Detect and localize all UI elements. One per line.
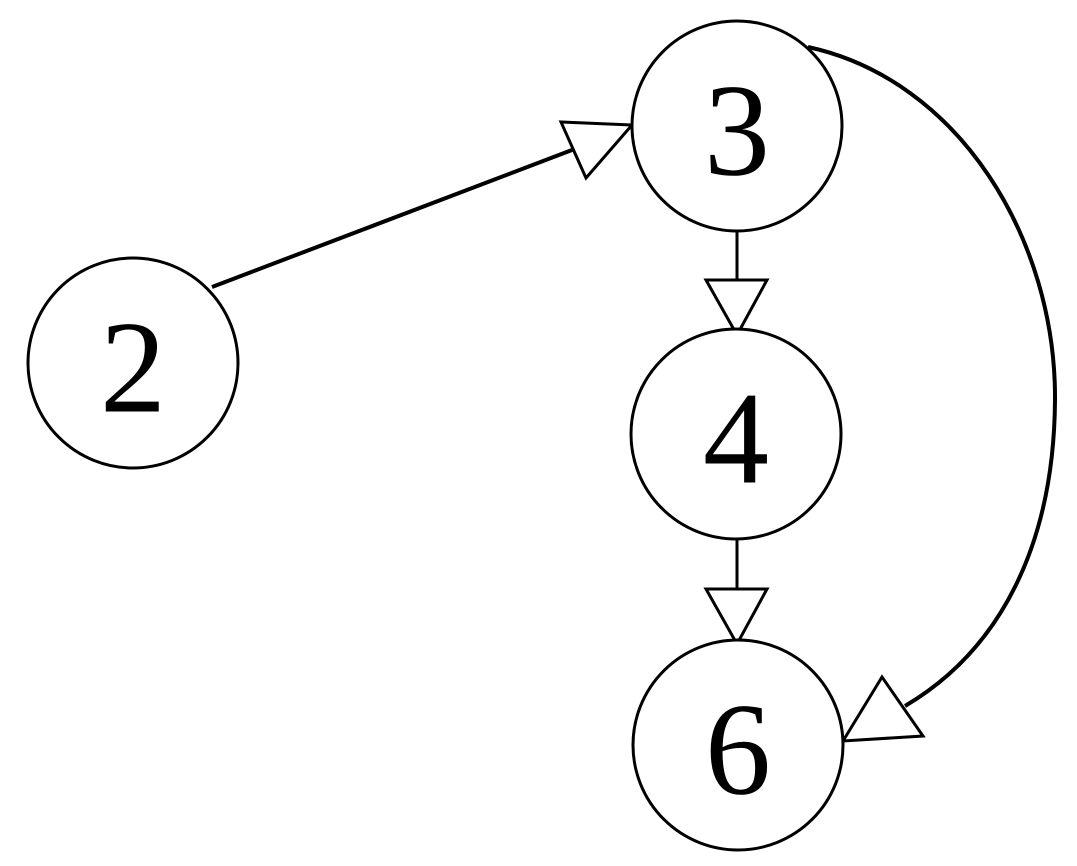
node-2-circle	[26, 256, 240, 470]
node-4-label: 4	[703, 365, 769, 512]
node-3[interactable]: 3	[630, 19, 844, 233]
edge-2-to-3-arrowhead-icon	[558, 120, 636, 181]
edge-4-to-6[interactable]	[703, 539, 770, 648]
edge-2-to-3-line	[211, 148, 573, 289]
edge-2-to-3[interactable]	[211, 120, 636, 289]
edge-3-to-4-arrowhead-icon	[703, 278, 770, 339]
edge-3-to-6-curve	[807, 45, 1058, 708]
edge-4-to-6-arrowhead-icon	[703, 587, 770, 648]
node-2[interactable]: 2	[26, 256, 240, 470]
node-2-label: 2	[100, 294, 166, 441]
node-4[interactable]: 4	[629, 327, 843, 541]
node-3-circle	[630, 19, 844, 233]
node-6[interactable]: 6	[631, 638, 845, 852]
edge-3-to-4[interactable]	[703, 231, 770, 339]
node-3-label: 3	[704, 57, 770, 204]
node-6-circle	[631, 638, 845, 852]
node-6-label: 6	[705, 676, 771, 823]
edge-3-to-6-arrowhead-icon	[840, 674, 926, 743]
node-4-circle	[629, 327, 843, 541]
edge-3-to-6[interactable]	[807, 45, 1058, 743]
